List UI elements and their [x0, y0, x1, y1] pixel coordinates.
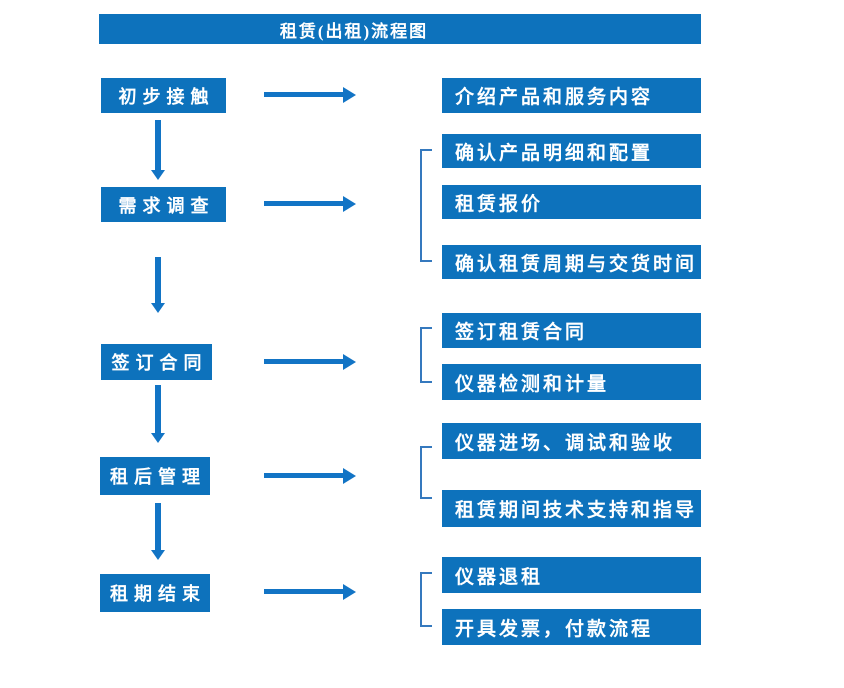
right-arrow-head [343, 87, 356, 103]
stage-box-demand-survey: 需求调查 [101, 187, 226, 222]
detail-box-introduce-products-services: 介绍产品和服务内容 [442, 78, 701, 113]
bracket-connector [420, 327, 432, 383]
down-arrow-head [151, 303, 165, 313]
right-arrow-icon [264, 354, 356, 370]
detail-box-rental-tech-support: 租赁期间技术支持和指导 [442, 490, 701, 527]
down-arrow-icon [149, 503, 167, 560]
down-arrow-shaft [155, 385, 161, 433]
right-arrow-head [343, 468, 356, 484]
bracket-connector [420, 446, 432, 499]
right-arrow-shaft [264, 473, 345, 478]
right-arrow-icon [264, 196, 356, 212]
detail-box-instrument-testing-metering: 仪器检测和计量 [442, 364, 701, 400]
detail-box-sign-rental-contract: 签订租赁合同 [442, 313, 701, 348]
detail-box-instrument-return: 仪器退租 [442, 557, 701, 593]
stage-box-lease-end: 租期结束 [100, 574, 210, 612]
stage-box-initial-contact: 初步接触 [101, 78, 226, 113]
stage-box-sign-contract: 签订合同 [101, 344, 212, 380]
right-arrow-icon [264, 468, 356, 484]
detail-box-confirm-product-details-config: 确认产品明细和配置 [442, 134, 701, 168]
right-arrow-shaft [264, 201, 345, 206]
down-arrow-icon [149, 385, 167, 443]
right-arrow-icon [264, 87, 356, 103]
down-arrow-head [151, 433, 165, 443]
flowchart-title: 租赁(出租)流程图 [99, 14, 701, 44]
down-arrow-shaft [155, 120, 161, 170]
right-arrow-head [343, 196, 356, 212]
right-arrow-head [343, 354, 356, 370]
detail-box-confirm-rental-period-delivery: 确认租赁周期与交货时间 [442, 245, 701, 279]
bracket-connector [420, 149, 432, 262]
detail-box-instrument-setup-acceptance: 仪器进场、调试和验收 [442, 423, 701, 459]
down-arrow-icon [149, 257, 167, 313]
right-arrow-icon [264, 584, 356, 600]
down-arrow-shaft [155, 257, 161, 303]
down-arrow-shaft [155, 503, 161, 550]
bracket-connector [420, 572, 432, 627]
right-arrow-shaft [264, 359, 345, 364]
right-arrow-shaft [264, 92, 345, 97]
down-arrow-icon [149, 120, 167, 180]
down-arrow-head [151, 170, 165, 180]
detail-box-rental-quotation: 租赁报价 [442, 185, 701, 219]
detail-box-invoicing-payment: 开具发票，付款流程 [442, 609, 701, 645]
down-arrow-head [151, 550, 165, 560]
stage-box-post-rental-management: 租后管理 [100, 457, 210, 495]
right-arrow-shaft [264, 589, 345, 594]
right-arrow-head [343, 584, 356, 600]
